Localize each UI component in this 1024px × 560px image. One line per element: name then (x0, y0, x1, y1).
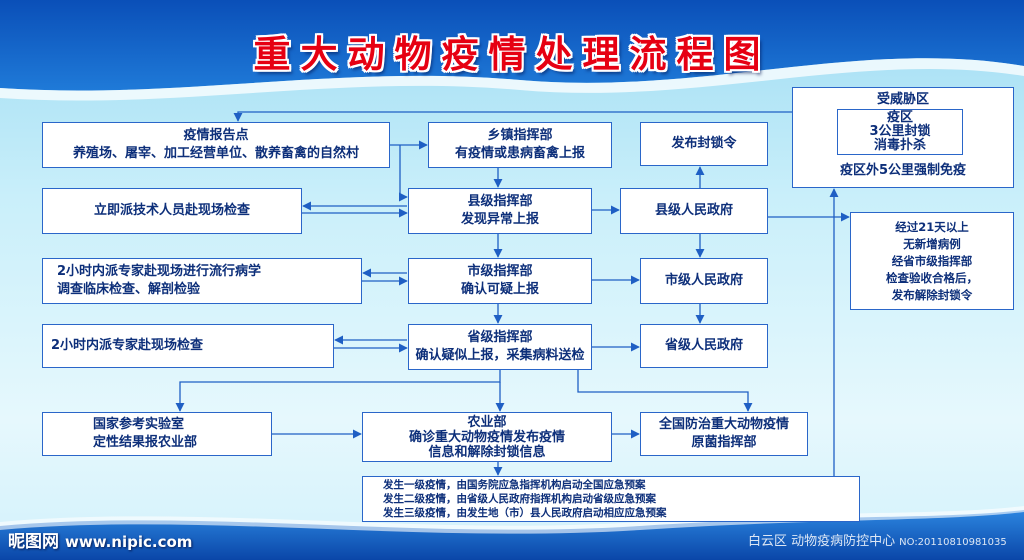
node-lockdown-order: 发布封锁令 (640, 122, 768, 166)
node-ministry: 农业部 确诊重大动物疫情发布疫情 信息和解除封锁信息 (362, 412, 612, 462)
node-title: 国家参考实验室 (93, 417, 185, 432)
node-epidemiology-team: 2小时内派专家赴现场进行流行病学 调查临床检查、解剖检验 (42, 258, 362, 304)
arrow-province-hq-to-national-hq (577, 370, 753, 412)
node-title: 县级人民政府 (654, 203, 733, 218)
epidemic-zone-line: 3公里封锁 (869, 124, 931, 139)
node-line: 发生二级疫情，由省级人民政府指挥机构启动省级应急预案 (383, 493, 656, 505)
node-line: 2小时内派专家赴现场进行流行病学 (57, 264, 262, 279)
node-detail: 确认可疑上报 (460, 282, 539, 297)
node-line: 发生一级疫情，由国务院应急指挥机构启动全国应急预案 (383, 479, 646, 491)
node-detail: 发现异常上报 (460, 212, 539, 227)
node-emergency-plans: 发生一级疫情，由国务院应急指挥机构启动全国应急预案 发生二级疫情，由省级人民政府… (362, 476, 860, 522)
node-title: 市级人民政府 (664, 273, 743, 288)
epidemic-zone-line: 疫区 (886, 110, 913, 125)
node-epidemic-zone: 疫区 3公里封锁 消毒扑杀 (837, 109, 963, 155)
node-detail: 定性结果报农业部 (93, 435, 198, 450)
watermark-url: www.nipic.com (65, 533, 193, 551)
node-title: 县级指挥部 (467, 194, 533, 209)
arrow-report-to-county-hq (398, 145, 408, 202)
node-line: 发生三级疫情，由发生地（市）县人民政府启动相应应急预案 (383, 507, 667, 519)
node-township-hq: 乡镇指挥部 有疫情或患病畜禽上报 (428, 122, 612, 168)
header-highlight-wave (0, 58, 1024, 101)
node-line: 调查临床检查、解剖检验 (57, 282, 201, 297)
watermark-site-name: 昵图网 (8, 532, 59, 552)
node-footer: 疫区外5公里强制免疫 (839, 163, 967, 178)
arrow-province-hq-to-national-lab (175, 370, 501, 412)
node-county-hq: 县级指挥部 发现异常上报 (408, 188, 592, 234)
watermark-site: 昵图网 www.nipic.com (8, 527, 192, 552)
node-province-gov: 省级人民政府 (640, 324, 768, 368)
node-tech-inspection: 立即派技术人员赴现场检查 (42, 188, 302, 234)
node-expert-inspection: 2小时内派专家赴现场检查 (42, 324, 334, 368)
node-line: 发布解除封锁令 (891, 287, 973, 302)
node-threat-zone: 受威胁区 疫区 3公里封锁 消毒扑杀 疫区外5公里强制免疫 (792, 87, 1014, 188)
node-title: 疫情报告点 (183, 128, 249, 143)
node-lift-lockdown: 经过21天以上 无新增病例 经省市级指挥部 检查验收合格后， 发布解除封锁令 (850, 212, 1014, 310)
arrow-threat-to-report (233, 111, 792, 122)
node-province-hq: 省级指挥部 确认疑似上报，采集病料送检 (408, 324, 592, 370)
node-title: 立即派技术人员赴现场检查 (93, 203, 250, 218)
node-national-lab: 国家参考实验室 定性结果报农业部 (42, 412, 272, 456)
node-title: 省级人民政府 (664, 338, 743, 353)
node-national-hq: 全国防治重大动物疫情 原菌指挥部 (640, 412, 808, 456)
epidemic-zone-line: 消毒扑杀 (873, 138, 926, 153)
watermark-id: NO:20110810981035 (899, 537, 1007, 548)
node-title: 2小时内派专家赴现场检查 (51, 338, 204, 353)
node-title: 省级指挥部 (467, 330, 533, 345)
node-detail: 养殖场、屠宰、加工经营单位、散养畜禽的自然村 (72, 146, 359, 161)
node-title: 受威胁区 (876, 92, 929, 107)
node-line: 无新增病例 (903, 236, 961, 251)
node-line: 信息和解除封锁信息 (428, 444, 546, 460)
node-city-hq: 市级指挥部 确认可疑上报 (408, 258, 592, 304)
node-title: 农业部 (467, 414, 507, 430)
node-line: 检查验收合格后， (886, 270, 978, 285)
node-report-point: 疫情报告点 养殖场、屠宰、加工经营单位、散养畜禽的自然村 (42, 122, 390, 168)
node-title: 乡镇指挥部 (487, 128, 553, 143)
node-line: 确诊重大动物疫情发布疫情 (408, 429, 565, 445)
node-detail: 有疫情或患病畜禽上报 (454, 146, 585, 161)
header-wave (0, 0, 1024, 91)
node-detail: 确认疑似上报，采集病料送检 (415, 348, 585, 363)
node-line: 经省市级指挥部 (891, 253, 973, 268)
node-line: 全国防治重大动物疫情 (658, 417, 789, 432)
node-line: 原菌指挥部 (691, 435, 757, 450)
node-county-gov: 县级人民政府 (620, 188, 768, 234)
watermark-owner-name: 白云区 动物疫病防控中心 (748, 534, 896, 549)
node-title: 市级指挥部 (467, 264, 533, 279)
node-title: 发布封锁令 (671, 136, 737, 151)
node-city-gov: 市级人民政府 (640, 258, 768, 304)
node-line: 经过21天以上 (895, 219, 969, 234)
page-title: 重大动物疫情处理流程图 (253, 33, 771, 76)
